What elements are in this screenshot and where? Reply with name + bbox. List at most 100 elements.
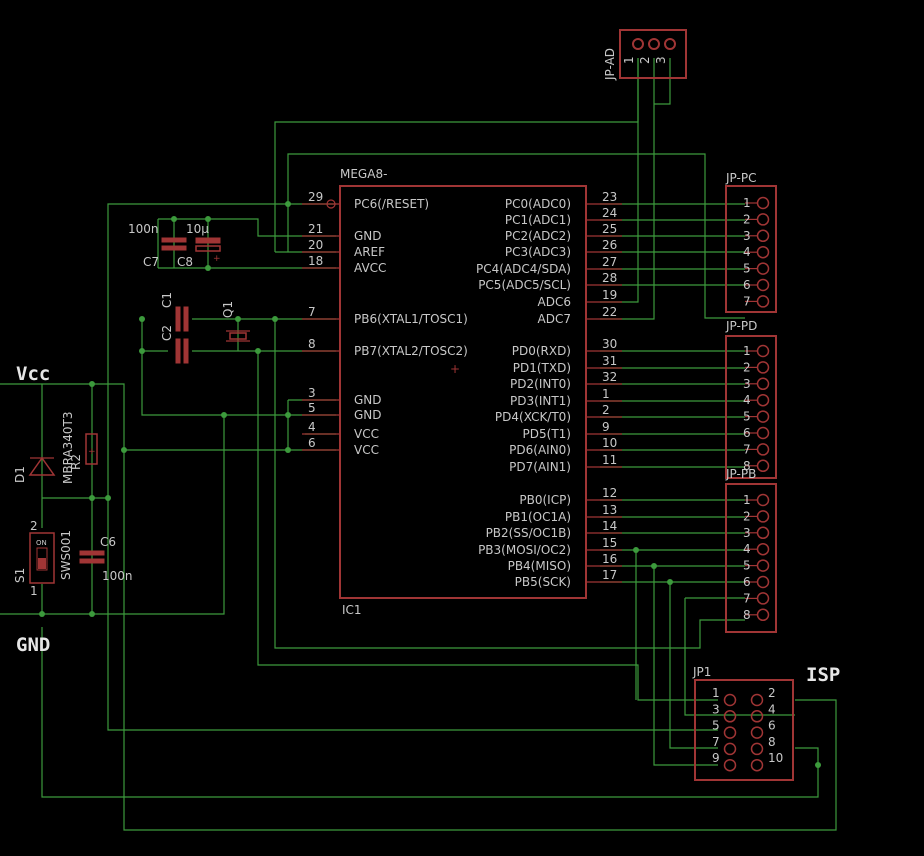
jp_pb-pin-number: 6 — [743, 575, 751, 589]
ic-right-pin-number: 27 — [602, 255, 617, 269]
ic-name: MEGA8- — [340, 167, 387, 181]
jp-ad-pin-3: 3 — [654, 56, 668, 64]
ic-right-pin-number: 30 — [602, 337, 617, 351]
jp-ad-pin-1: 1 — [622, 56, 636, 64]
switch-s1: ON 2 1 S1 SWS001 — [13, 519, 73, 598]
ic-right-pin-number: 15 — [602, 536, 617, 550]
jp_pb-pin-number: 7 — [743, 591, 751, 605]
jp1-name: JP1 — [692, 665, 711, 679]
ic-right-pin-number: 14 — [602, 519, 617, 533]
jp1-pin-pad — [723, 726, 737, 739]
ic-left-pin-name: VCC — [354, 427, 379, 441]
jp1-pin-number: 9 — [712, 751, 720, 765]
wires — [0, 58, 837, 831]
jp_pd-pin-number: 7 — [743, 442, 751, 456]
ic-right-pin-number: 28 — [602, 271, 617, 285]
jp_pc-pin-number: 5 — [743, 262, 751, 276]
jp_pb-pin-number: 3 — [743, 526, 751, 540]
ic-right-pin-name: PC0(ADC0) — [505, 197, 571, 211]
jp_pb-pin-pad — [756, 608, 770, 622]
c7-value: 100n — [128, 222, 159, 236]
jp1-pin-number: 3 — [712, 702, 720, 716]
ic-left-pin-number: 29 — [308, 190, 323, 204]
jp_pd-pin-number: 8 — [743, 459, 751, 473]
s1-value: SWS001 — [59, 530, 73, 580]
jp_pd-pin-pad — [756, 426, 770, 440]
isp-label: ISP — [806, 664, 840, 686]
jp_pb-pin-pad — [756, 559, 770, 572]
ic-right-pin-name: PD0(RXD) — [512, 344, 571, 358]
ic-right-pin-number: 24 — [602, 206, 617, 220]
jp1-pin-number: 5 — [712, 719, 720, 733]
s1-ref: S1 — [13, 568, 27, 583]
ic-right-pin-name: PC1(ADC1) — [505, 213, 571, 227]
ic-right-pin-number: 23 — [602, 190, 617, 204]
ic-right-pin-number: 2 — [602, 403, 610, 417]
ic-left-pin-number: 20 — [308, 238, 323, 252]
c7-ref: C7 — [143, 255, 159, 269]
ic-left-pin-number: 18 — [308, 254, 323, 268]
c2-ref: C2 — [160, 325, 174, 341]
c8-value: 10µ — [186, 222, 209, 236]
ic-right-pin-number: 12 — [602, 486, 617, 500]
jp_pc-pin-number: 1 — [743, 196, 751, 210]
ic-right-pins: 23PC0(ADC0)24PC1(ADC1)25PC2(ADC2)26PC3(A… — [476, 190, 622, 589]
jp_pb-pin-number: 4 — [743, 542, 751, 556]
jp_pc-pin-pad — [756, 278, 770, 292]
ic-right-pin-number: 17 — [602, 568, 617, 582]
jp1-pin-number: 8 — [768, 735, 776, 749]
ic-right-pin-name: PC3(ADC3) — [505, 245, 571, 259]
c6-value: 100n — [102, 569, 133, 583]
jp_pb-pin-number: 1 — [743, 493, 751, 507]
jp_pc-pin-pad — [756, 262, 770, 275]
jp_pb-pin-pad — [756, 575, 770, 589]
vcc-label: Vcc — [16, 363, 50, 385]
ic-right-pin-name: PB5(SCK) — [515, 575, 571, 589]
junctions — [39, 201, 821, 768]
ic-right-pin-name: PC5(ADC5/SCL) — [478, 278, 571, 292]
jp-pd-name: JP-PD — [725, 319, 757, 333]
jp_pd-pin-number: 5 — [743, 410, 751, 424]
ic-left-pin-name: AVCC — [354, 261, 386, 275]
r2-ref: R2 — [69, 454, 83, 470]
c6-ref: C6 — [100, 535, 116, 549]
jp1-pin-number: 2 — [768, 686, 776, 700]
jp_pb-pin-pad — [756, 592, 770, 605]
capacitor-c8: + 10µ C8 — [177, 222, 221, 269]
jp1-pin-pad — [750, 742, 764, 756]
jp1-pin-pad — [723, 742, 737, 756]
jp_pd-pin-number: 3 — [743, 377, 751, 391]
jp_pd-pin-pad — [756, 361, 770, 374]
jp1-pin-pad — [750, 710, 764, 723]
ic-left-pin-number: 7 — [308, 305, 316, 319]
ic-right-pin-name: PC2(ADC2) — [505, 229, 571, 243]
jp_pd-pin-pad — [756, 377, 770, 391]
jp1-pin-pad — [723, 758, 737, 772]
ic-right-pin-number: 11 — [602, 453, 617, 467]
capacitor-c2: C2 — [160, 325, 189, 364]
jp_pd-pin-pad — [756, 459, 770, 473]
ic-left-pin-name: PB6(XTAL1/TOSC1) — [354, 312, 468, 326]
capacitor-c7: 100n C7 — [128, 222, 187, 269]
jp_pc-pin-number: 4 — [743, 245, 751, 259]
jp_pc-pin-pad — [756, 245, 770, 259]
ic-right-pin-number: 19 — [602, 288, 617, 302]
jp_pd-pin-pad — [756, 393, 770, 407]
ic-right-pin-number: 22 — [602, 305, 617, 319]
ic-left-pin-number: 21 — [308, 222, 323, 236]
ic-left-pin-name: VCC — [354, 443, 379, 457]
jp1-pin-number: 4 — [768, 702, 776, 716]
ic-right-pin-number: 26 — [602, 238, 617, 252]
jp-pb-name: JP-PB — [725, 467, 756, 481]
q1-ref: Q1 — [221, 301, 235, 318]
d1-value: MBRA340T3 — [61, 411, 75, 484]
jp1-pin-pad — [750, 693, 764, 707]
ic-left-pin-name: GND — [354, 229, 382, 243]
ic-right-pin-name: PB3(MOSI/OC2) — [478, 543, 571, 557]
s1-on: ON — [36, 539, 47, 547]
jp_pb-pin-pad — [756, 493, 770, 507]
jp_pd-pin-number: 2 — [743, 360, 751, 374]
